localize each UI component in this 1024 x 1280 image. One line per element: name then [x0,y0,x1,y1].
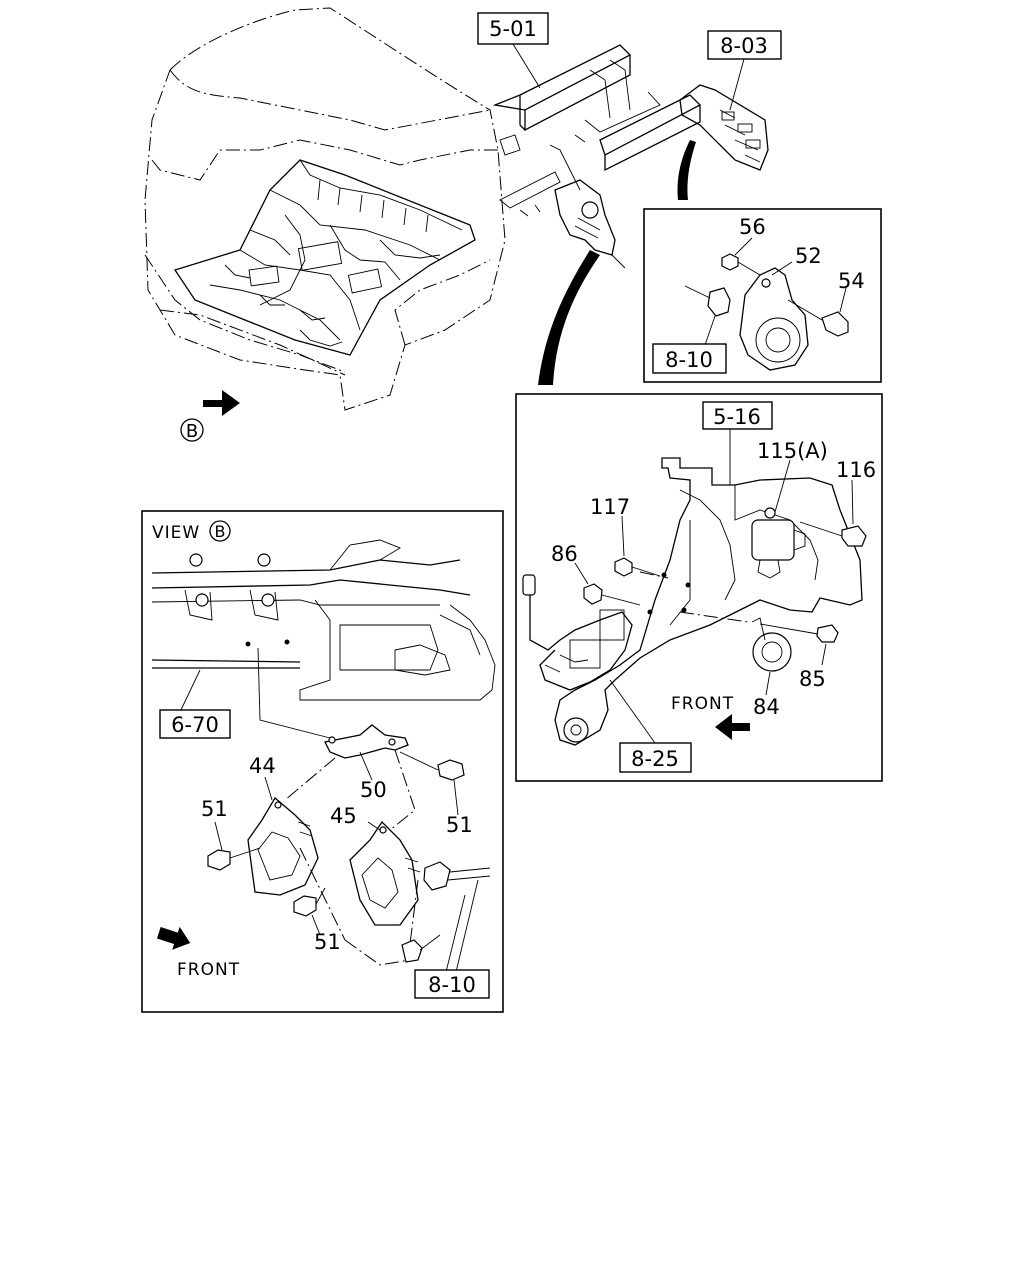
callout-52: 52 [795,244,822,268]
callout-86: 86 [551,542,578,566]
svg-text:8-03: 8-03 [720,34,768,58]
callout-56: 56 [739,215,766,239]
front-bracket-assembly [554,179,626,269]
svg-text:8-25: 8-25 [631,747,679,771]
svg-text:5-01: 5-01 [489,17,537,41]
svg-text:8-10: 8-10 [428,973,476,997]
rear-bracket-8-03 [679,84,769,171]
callout-51-left: 51 [201,797,228,821]
callout-50: 50 [360,778,387,802]
callout-115a: 115(A) [757,439,828,463]
detail-panel-main: FRONT 115(A) 116 117 86 85 84 [515,393,883,782]
ref-box-8-25[interactable]: 8-25 [619,742,692,773]
ref-box-5-01[interactable]: 5-01 [477,12,549,89]
view-marker-letter: B [186,421,198,442]
svg-text:6-70: 6-70 [171,713,219,737]
ref-box-5-16[interactable]: 5-16 [702,401,773,430]
frame-rails [492,44,702,217]
callout-51-bottom: 51 [314,930,341,954]
callout-117: 117 [590,495,630,519]
callout-85: 85 [799,667,826,691]
callout-44: 44 [249,754,276,778]
ref-box-8-03[interactable]: 8-03 [707,30,782,111]
callout-51-right: 51 [446,813,473,837]
front-label-view-b: FRONT [177,960,240,980]
detail-panel-top: 56 52 54 [643,208,882,383]
view-arrow-b: B [180,390,240,442]
leader-arrow-main [538,250,600,385]
svg-text:8-10: 8-10 [665,348,713,372]
front-label-main: FRONT [671,694,734,714]
callout-54: 54 [838,269,865,293]
leader-arrow-top [677,140,696,200]
svg-text:5-16: 5-16 [713,405,761,429]
view-b-title: VIEW [152,523,200,543]
cab-illustration [144,7,506,411]
callout-116: 116 [836,458,876,482]
callout-84: 84 [753,695,780,719]
ref-box-6-70[interactable]: 6-70 [159,709,231,739]
ref-box-8-10-bottom[interactable]: 8-10 [414,969,490,999]
callout-45: 45 [330,804,357,828]
view-b-letter: B [215,522,226,541]
view-b-panel: VIEW B [141,510,504,1013]
ref-box-8-10-top[interactable]: 8-10 [652,343,727,374]
